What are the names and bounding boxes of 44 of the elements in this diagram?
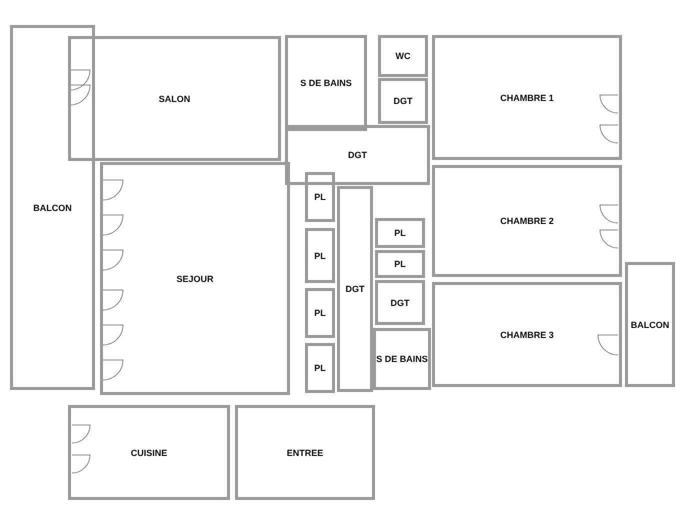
room-label: CUISINE: [130, 448, 168, 458]
room-label: WC: [396, 51, 410, 61]
room-outline: [10, 25, 95, 390]
room-outline: [432, 165, 622, 277]
room-outline: [68, 36, 281, 161]
room-outline: [625, 262, 675, 387]
room-outline: [373, 328, 431, 390]
room-label: PL: [314, 250, 326, 260]
room-label: PL: [394, 228, 406, 238]
room-outline: [305, 288, 335, 338]
room-label: CHAMBRE 1: [500, 92, 554, 102]
room-outline: [285, 125, 430, 185]
room-label: PL: [314, 308, 326, 318]
room-outline: [305, 343, 335, 393]
room-label: PL: [314, 192, 326, 202]
room-outline: [235, 405, 375, 500]
room-label: SALON: [158, 94, 190, 104]
room-outline: [100, 162, 290, 395]
room-outline: [305, 172, 335, 222]
room-outline: [375, 280, 425, 325]
room-label: DGT: [348, 150, 367, 160]
room-outline: [375, 218, 425, 248]
room-label: CHAMBRE 3: [500, 330, 554, 340]
room-outline: [378, 35, 428, 77]
room-outline: [432, 282, 622, 387]
room-label: ENTREE: [286, 448, 324, 458]
room-label: S DE BAINS: [300, 78, 352, 88]
room-outline: [432, 35, 622, 160]
room-label: SEJOUR: [176, 274, 214, 284]
room-label: DGT: [346, 284, 364, 294]
room-outline: [285, 35, 367, 131]
room-outline: [337, 186, 373, 392]
room-label: PL: [314, 363, 326, 373]
room-outline: [378, 78, 428, 124]
room-label: CHAMBRE 2: [500, 216, 554, 226]
room-label: S DE BAINS: [376, 354, 428, 364]
room-label: DGT: [394, 96, 412, 106]
room-outline: [305, 228, 335, 283]
room-outline: [68, 405, 230, 500]
room-label: PL: [394, 259, 406, 269]
room-label: BALCON: [630, 320, 670, 330]
room-label: DGT: [390, 298, 410, 308]
room-outline: [375, 250, 425, 278]
room-label: BALCON: [33, 202, 72, 212]
